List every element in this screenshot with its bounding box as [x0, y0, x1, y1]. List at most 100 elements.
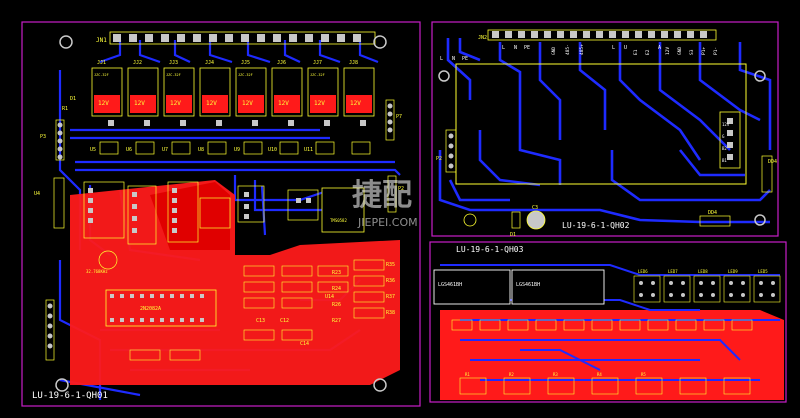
relay-part-3: JZC-32F: [166, 73, 181, 77]
board-qh03-component-labels: R1 R2 R3 R4 R5: [465, 372, 646, 377]
board-qh02-mount-holes: [438, 70, 766, 226]
label-r35: R35: [386, 262, 395, 268]
relay-voltage-7: 12V: [314, 100, 325, 107]
relay-label-5: JJ5: [241, 60, 250, 66]
label-r1-qh03: R1: [465, 372, 470, 377]
board-qh03-title: LU-19-6-1-QH03: [456, 245, 524, 254]
ic-label-u9: U9: [234, 147, 240, 153]
pin-label-9: E1: [633, 49, 639, 55]
relay-voltage-1: 12V: [98, 100, 109, 107]
ic-label-u10: U10: [268, 147, 277, 153]
crystal-label: 32.768KHz: [86, 269, 108, 274]
chip-label: 2N2082A: [140, 306, 161, 312]
header-p1: [445, 129, 457, 173]
relay-label-7: JJ7: [313, 60, 322, 66]
label-r26: R26: [332, 302, 341, 308]
relay-label-3: JJ3: [169, 60, 178, 66]
label-p1: P2: [436, 156, 442, 162]
label-r2-qh03: R2: [509, 372, 514, 377]
relay-voltage-3: 12V: [170, 100, 181, 107]
display-module-outline: [455, 63, 747, 185]
relay-voltage-4: 12V: [206, 100, 217, 107]
header-jn1-pins: [113, 34, 361, 42]
pin-label-15: P1+: [701, 47, 707, 55]
module-b-label: LGS461BH: [516, 282, 540, 288]
pin-label-2: N: [514, 45, 517, 51]
pin-label-6: 485+: [579, 44, 585, 55]
board-qh01-mount-holes: [55, 35, 387, 392]
label-p3: P3: [40, 134, 46, 140]
module-a-label: LGS461BH: [438, 282, 462, 288]
led-matrix: LED6 LED7 LED8 LED9 LED5: [633, 269, 781, 303]
board-qh01-outline: [21, 21, 421, 407]
label-c13: C13: [256, 318, 265, 324]
relay-label-8: JJ8: [349, 60, 358, 66]
ic-label-u8: U8: [198, 147, 204, 153]
label-c12: C12: [280, 318, 289, 324]
board-qh01-lower-components: 2N2082A R23 R24 R26 R27 C12 C13 C14 U14 …: [105, 259, 395, 361]
pin-label-12: 12V: [665, 47, 671, 55]
board-qh03[interactable]: LGS461BH LGS461BH LED6 LED7 LED8 LED9 LE…: [429, 241, 787, 403]
watermark-sub: JIEPEI.COM: [357, 216, 418, 229]
connector-label-12v: 12V: [722, 122, 730, 127]
side-label-pe: PE: [462, 56, 468, 62]
ic-label-u7: U7: [162, 147, 168, 153]
relay-label-4: JJ4: [205, 60, 214, 66]
board-qh01-side-headers: R1 D1 U4 P7 P2 P3: [34, 96, 404, 361]
board-qh02-outline: [431, 21, 779, 237]
connector-label-b1: B1: [722, 158, 727, 163]
module-a: [433, 269, 511, 305]
board-qh01-copper-pour: [70, 180, 400, 385]
header-jn2-label: JN2: [478, 35, 487, 41]
board-qh03-outline: [429, 241, 787, 403]
led-label-5: LED5: [758, 269, 768, 274]
label-dd4: DD4: [708, 210, 717, 216]
relay-label-2: JJ2: [133, 60, 142, 66]
pin-label-5: 485-: [565, 44, 571, 55]
regulator-label: TMS0582: [330, 218, 347, 223]
label-r3-qh03: R3: [553, 372, 558, 377]
pin-label-14: S3: [689, 49, 695, 55]
ic-label-u6: U6: [126, 147, 132, 153]
label-r36: R36: [386, 278, 395, 284]
relay-voltage-5: 12V: [242, 100, 253, 107]
label-d1: D1: [70, 96, 76, 102]
led-label-6: LED6: [638, 269, 648, 274]
header-jn2: [487, 29, 717, 41]
board-qh03-copper-pour: [440, 310, 784, 400]
board-qh01-copper-island: [150, 182, 230, 250]
led-label-7: LED7: [668, 269, 678, 274]
pin-label-11: A: [658, 45, 661, 51]
connector-label-g: G: [722, 134, 725, 139]
header-jn2-pins: [492, 31, 707, 38]
board-qh01[interactable]: JN1 JJ1 JJ2 JJ3 JJ4 JJ5 JJ6 JJ7 JJ8: [21, 21, 421, 407]
label-c14: C14: [300, 341, 309, 347]
relay-label-1: JJ1: [97, 60, 106, 66]
relay-voltage-6: 12V: [278, 100, 289, 107]
label-p2: P2: [398, 186, 404, 192]
board-qh01-mid-components: TMS0582 32.768KHz: [83, 181, 365, 274]
label-d1-qh02: D1: [510, 232, 516, 238]
connector-right: [719, 111, 741, 169]
pin-label-1: L: [502, 45, 505, 51]
pin-label-13: GND: [677, 47, 683, 55]
led-label-9: LED9: [728, 269, 738, 274]
ic-label-u5: U5: [90, 147, 96, 153]
label-r5-qh03: R5: [641, 372, 646, 377]
label-c3: C3: [532, 205, 538, 211]
pin-label-16: P1-: [713, 47, 719, 55]
board-qh03-parts: [451, 319, 753, 395]
side-label-l: L: [440, 56, 443, 62]
jiepei-watermark: 捷配 JIEPEI.COM: [352, 178, 418, 229]
board-qh02-side-labels: L N PE: [440, 56, 468, 62]
pin-label-7: L: [612, 45, 615, 51]
label-r23: R23: [332, 270, 341, 276]
relay-label-6: JJ6: [277, 60, 286, 66]
module-b: [511, 269, 605, 305]
ic-label-u11: U11: [304, 147, 313, 153]
label-r37: R37: [386, 294, 395, 300]
label-r1: R1: [62, 106, 68, 112]
board-qh02[interactable]: JN2 L N PE GND 485- 485+ L U E1 E2 A 12V…: [431, 21, 779, 238]
relay-part-5: JZC-32F: [238, 73, 253, 77]
